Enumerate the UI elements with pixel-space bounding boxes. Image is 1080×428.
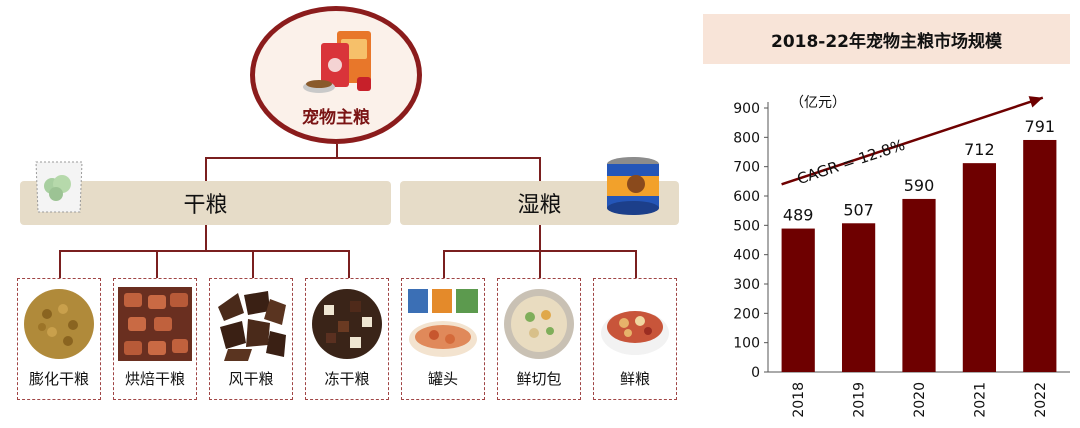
item-card-air-dried-food: 风干粮 [209,278,293,400]
item-label: 罐头 [427,370,458,388]
y-tick-label: 300 [733,277,760,293]
fresh-cut-pack-image [504,289,574,359]
item-card-fresh-cut-pack: 鲜切包 [497,278,581,400]
x-tick-label: 2022 [1033,382,1049,418]
item-label: 膨化干粮 [28,370,89,388]
kibble-image [24,289,94,359]
connector [539,157,541,181]
connector [635,250,637,278]
item-card-freeze-dried-food: 冻干粮 [305,278,389,400]
item-card-puffed-kibble: 膨化干粮 [17,278,101,400]
y-tick-label: 200 [733,306,760,322]
connector [336,144,338,158]
y-tick-label: 900 [733,101,760,117]
item-label: 冻干粮 [324,370,370,388]
y-tick-label: 0 [751,365,760,381]
category-dry-food: 干粮 [20,181,391,225]
data-label: 507 [843,200,874,219]
connector [205,157,541,159]
connector [539,225,541,251]
connector [156,250,158,278]
air-dried-food-image [218,291,286,361]
unit-label: （亿元） [790,95,846,111]
food-can-icon [607,157,659,215]
bar [902,198,936,372]
data-label: 590 [904,176,935,195]
y-tick-label: 400 [733,248,760,264]
item-label: 烘焙干粮 [124,370,185,388]
connector [252,250,254,278]
root-node: 宠物主粮 [250,6,422,144]
data-label: 489 [783,206,814,225]
y-tick-label: 800 [733,130,760,146]
cagr-arrow-head [1028,96,1043,108]
item-label: 鲜粮 [619,370,650,388]
fresh-food-image [601,311,669,355]
baked-food-image [118,287,192,361]
canned-food-image [408,289,478,357]
connector [205,157,207,181]
cagr-arrow-line [781,96,1044,186]
root-label: 宠物主粮 [302,108,370,128]
chart-title-box: 2018-22年宠物主粮市场规模 [703,14,1070,64]
connector [539,250,541,278]
connector [443,250,445,278]
item-card-fresh-food: 鲜粮 [593,278,677,400]
bar-chart: 0 100 200 300 400 500 600 700 800 900 （亿元） 489 2018 5… [733,95,1070,418]
connector [205,225,207,251]
connector [59,250,350,252]
y-tick-label: 500 [733,218,760,234]
y-tick-label: 600 [733,189,760,205]
bar [841,223,876,372]
item-card-baked-food: 烘焙干粮 [113,278,197,400]
bar [781,228,815,372]
x-tick-label: 2019 [852,382,868,418]
food-bag-icon [35,161,83,213]
item-card-canned-food: 罐头 [401,278,485,400]
data-label: 791 [1025,117,1056,136]
x-tick-label: 2020 [912,382,928,418]
chart-title: 2018-22年宠物主粮市场规模 [770,31,1003,52]
freeze-dried-food-image [312,289,382,359]
item-label: 鲜切包 [516,370,562,388]
connector [348,250,350,278]
pet-food-bags-icon [303,31,371,93]
y-tick-label: 100 [733,336,760,352]
cagr-annotation: CAGR = 12.8% [795,136,907,188]
connector [59,250,61,278]
bar [962,163,997,372]
x-tick-label: 2018 [791,382,807,418]
data-label: 712 [964,140,995,159]
item-label: 风干粮 [228,370,274,388]
y-tick-label: 700 [733,160,760,176]
bar [1023,139,1057,372]
category-label: 湿粮 [517,193,562,218]
x-tick-label: 2021 [972,382,988,418]
category-label: 干粮 [183,193,228,218]
